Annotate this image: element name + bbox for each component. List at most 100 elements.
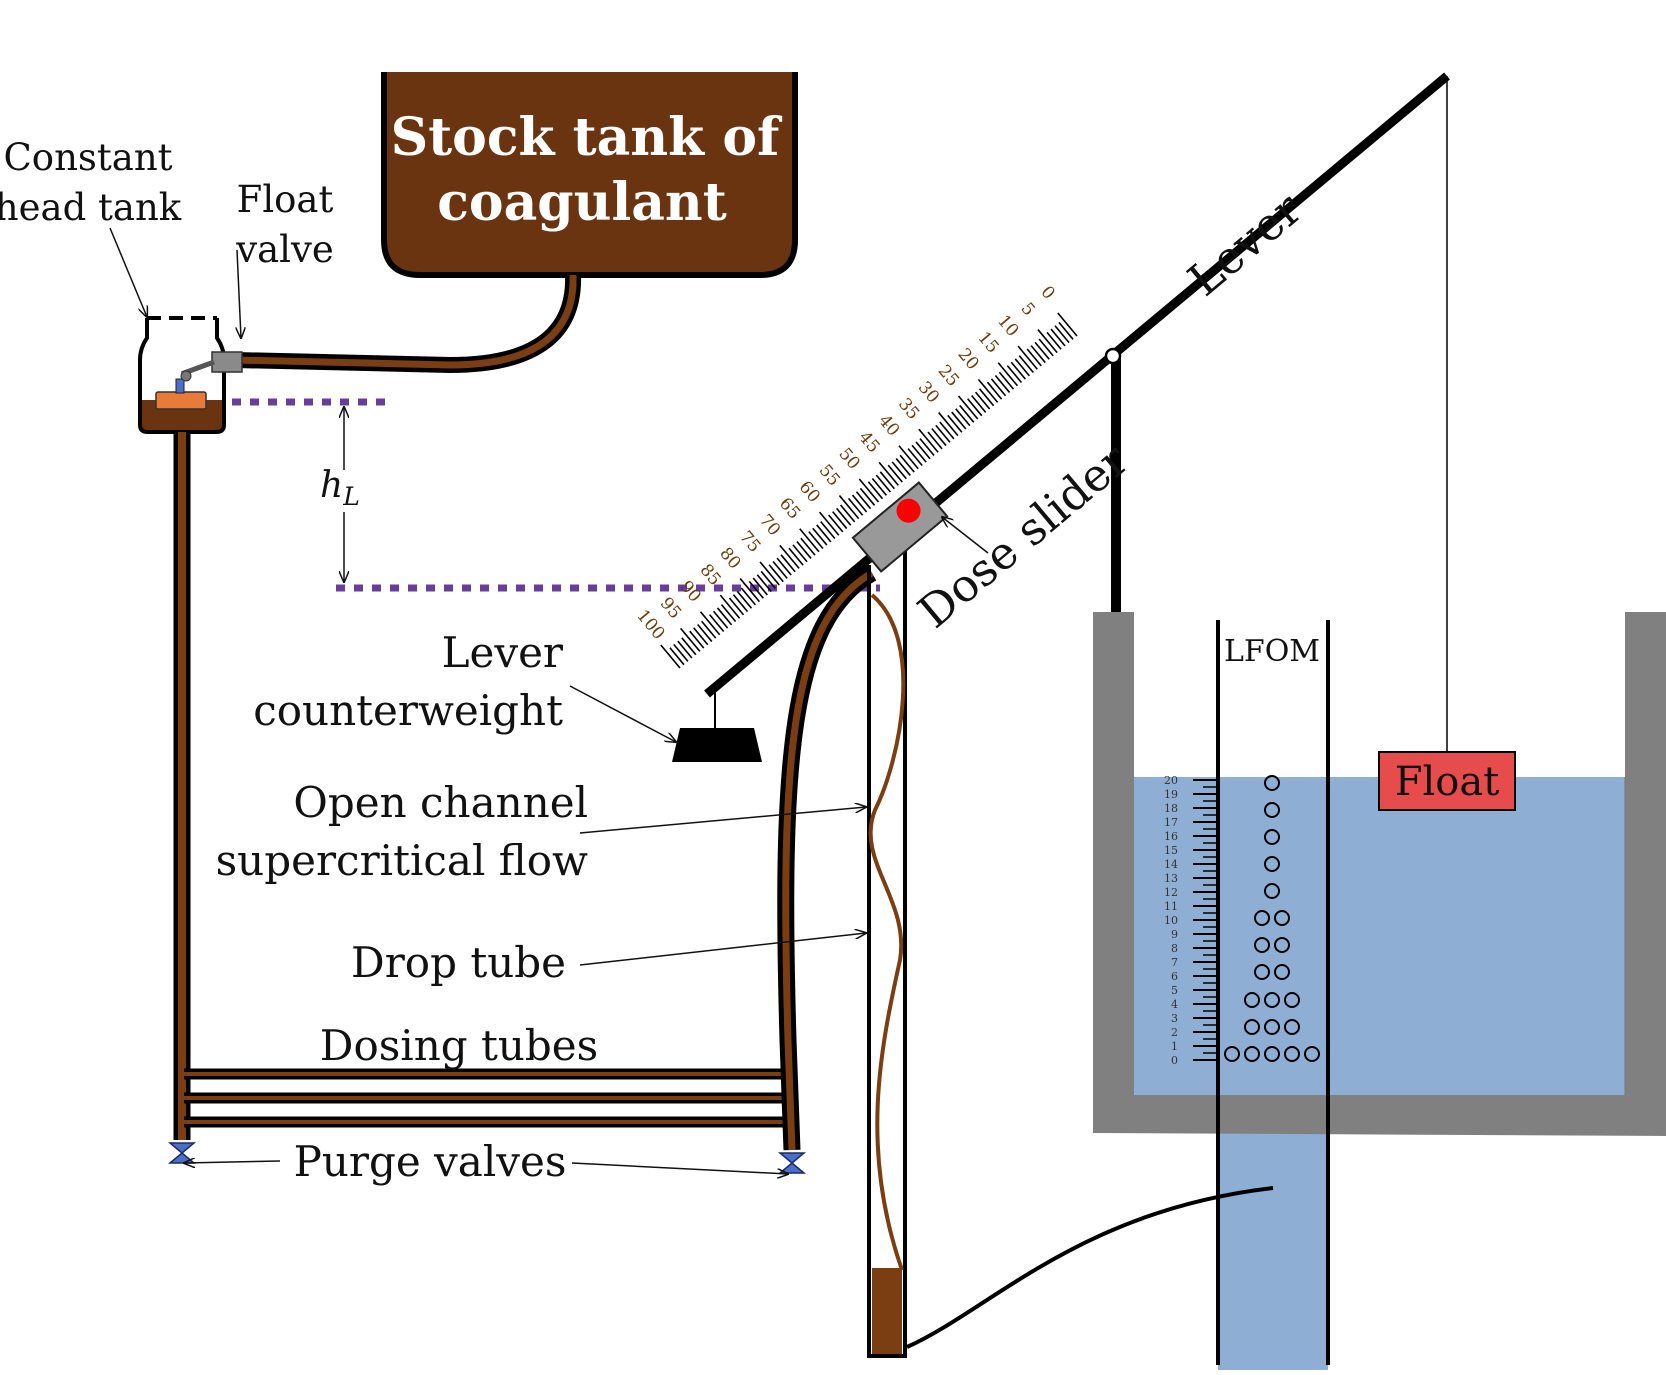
lfom-orifice — [1284, 1019, 1300, 1035]
flexible-feed-tube — [777, 565, 877, 1151]
lever-scale-tick — [689, 630, 705, 649]
purge-valve-left[interactable] — [167, 1142, 197, 1164]
lfom-orifice — [1274, 964, 1290, 980]
lfom-scale-number: 1 — [1171, 1040, 1178, 1053]
drop-tube-liquid — [872, 1268, 902, 1354]
lever-scale-tick — [701, 620, 717, 639]
lever-scale-tick — [898, 445, 919, 470]
lever-scale-tick — [858, 478, 880, 503]
lever-scale-number: 70 — [755, 511, 784, 540]
lever-scale-tick — [1038, 338, 1054, 357]
lever-scale-number: 30 — [914, 378, 943, 407]
lever-scale-tick — [779, 544, 800, 569]
lfom-scale-number: 18 — [1164, 802, 1178, 815]
constant-head-tank — [138, 316, 226, 434]
lever-scale-tick — [951, 411, 967, 430]
lever-counterweight-label-line1: Lever — [442, 628, 564, 677]
lever-scale-tick — [748, 580, 764, 599]
constant-head-tank-label-line1: Constant — [3, 136, 172, 179]
lever-scale-tick — [867, 481, 884, 500]
effluent-tube — [906, 1186, 1274, 1349]
lever-scale-tick — [839, 504, 856, 523]
lever-scale-tick — [939, 421, 955, 440]
lfom-orifice — [1264, 829, 1280, 845]
lever-scale-number: 10 — [993, 311, 1022, 340]
lever-scale-tick — [887, 464, 903, 483]
lfom-scale-number: 10 — [1164, 914, 1178, 927]
lever-scale-tick — [673, 643, 689, 662]
lfom-scale-number: 4 — [1171, 998, 1178, 1011]
float-label: Float — [1395, 759, 1500, 805]
lever-scale-tick — [799, 528, 820, 553]
dose-slider[interactable] — [851, 481, 949, 573]
lfom-orifice — [1264, 856, 1280, 872]
lever-scale-tick — [740, 587, 757, 606]
lever-scale-tick — [780, 554, 796, 573]
lever-scale-tick — [919, 438, 935, 457]
lever-scale-number: 95 — [656, 594, 685, 623]
lever-scale-number: 5 — [1017, 299, 1039, 320]
drop-tube — [867, 545, 907, 1358]
lever-scale-number: 90 — [676, 577, 705, 606]
drop-tube-annotation: Drop tube — [351, 933, 866, 987]
lever-scale-number: 65 — [775, 494, 804, 523]
lever-scale-tick — [720, 604, 737, 623]
lever-scale-tick — [739, 578, 761, 603]
lfom-orifice — [1304, 1046, 1320, 1062]
stock-tank: Stock tank of coagulant — [381, 72, 798, 278]
lfom-scale-number: 11 — [1164, 900, 1178, 913]
lever-scale-tick — [681, 637, 697, 656]
lfom-scale-number: 13 — [1164, 872, 1178, 885]
lever-scale-tick — [1057, 312, 1078, 337]
lever-scale-number: 40 — [874, 411, 903, 440]
lever-scale-tick — [847, 497, 864, 516]
dosing-tubes — [184, 1068, 790, 1128]
lever-scale-tick — [859, 487, 876, 506]
lever-scale-tick — [759, 561, 780, 586]
lever-scale-tick — [915, 441, 931, 460]
lever-scale-tick — [935, 424, 951, 443]
lever-scale-tick — [891, 461, 907, 480]
lever-scale-tick — [680, 627, 701, 652]
lever-scale-tick — [994, 375, 1011, 393]
lever-label: Lever — [1178, 182, 1312, 307]
lever-scale-tick — [1010, 361, 1027, 380]
lever-scale-tick — [728, 597, 745, 616]
lever-scale-tick — [878, 461, 899, 486]
lever-scale-tick — [907, 448, 923, 466]
lfom-orifice — [1244, 1019, 1260, 1035]
lever-scale-tick — [677, 640, 693, 659]
lfom-orifice — [1264, 802, 1280, 818]
lfom-orifice — [1284, 1046, 1300, 1062]
float-element — [155, 391, 207, 410]
drop-tube-label: Drop tube — [351, 938, 566, 987]
lever-scale-tick — [959, 404, 975, 423]
float: Float — [1378, 751, 1516, 811]
supply-tube — [235, 274, 582, 374]
lever-scale-tick — [836, 507, 852, 526]
lfom-orifice — [1224, 1046, 1240, 1062]
lever-scale-tick — [732, 594, 749, 613]
lever-scale-tick — [712, 610, 729, 629]
lever-scale-number: 80 — [715, 544, 744, 573]
lever-scale-number: 55 — [815, 461, 844, 490]
lever-scale: 0510152025303540455055606570758085909510… — [632, 282, 1078, 669]
lever-scale-number: 75 — [735, 527, 764, 556]
lever-counterweight — [672, 692, 762, 762]
lfom-orifices — [1224, 775, 1320, 1062]
lfom-orifice — [1264, 883, 1280, 899]
lever-scale-tick — [792, 544, 808, 563]
stock-tank-label-line1: Stock tank of — [391, 107, 783, 168]
purge-valve-right[interactable] — [777, 1152, 807, 1174]
lfom-scale-number: 20 — [1164, 774, 1178, 787]
lfom-scale-number: 12 — [1164, 886, 1178, 899]
lever-scale-tick — [967, 398, 983, 417]
lever-scale-tick — [977, 378, 999, 403]
lever-scale-tick — [776, 557, 792, 576]
lever-counterweight-label-line2: counterweight — [253, 686, 563, 735]
lever-scale-tick — [1050, 328, 1066, 347]
lever-scale-tick — [947, 414, 963, 433]
lever-scale-tick — [660, 644, 681, 669]
lever-scale-number: 35 — [894, 394, 923, 423]
